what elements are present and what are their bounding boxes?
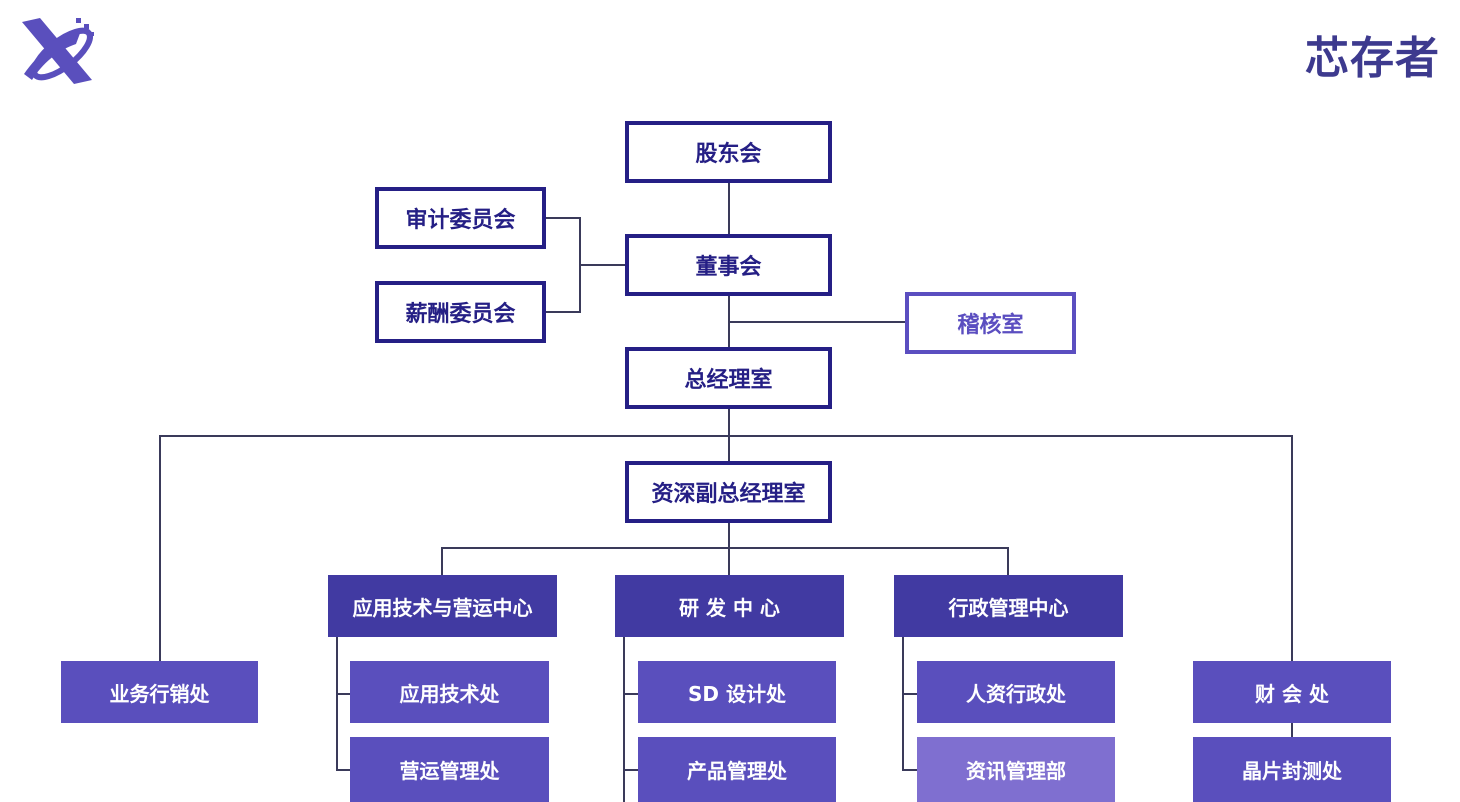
- wafer-test-box: 晶片封测处: [1193, 737, 1391, 802]
- shareholders-box: 股东会: [625, 121, 832, 183]
- division-hr-admin: 人资行政处: [917, 661, 1115, 723]
- center-rnd: 研 发 中 心: [615, 575, 844, 637]
- brand-name: 芯存者: [1305, 33, 1440, 84]
- division-applied-tech: 应用技术处: [350, 661, 549, 723]
- division-operations-mgmt: 营运管理处: [350, 737, 549, 802]
- division-sd-design: SD 设计处: [638, 661, 836, 723]
- senior-vp-office-box: 资深副总经理室: [625, 461, 832, 523]
- division-product-mgmt: 产品管理处: [638, 737, 836, 802]
- center-applied-tech-operations: 应用技术与营运中心: [328, 575, 557, 637]
- x-logo-icon: [22, 18, 94, 84]
- audit-committee-box: 审计委员会: [375, 187, 546, 249]
- board-box: 董事会: [625, 234, 832, 296]
- division-info-mgmt: 资讯管理部: [917, 737, 1115, 802]
- compensation-committee-box: 薪酬委员会: [375, 281, 546, 343]
- finance-box: 财 会 处: [1193, 661, 1391, 723]
- sales-box: 业务行销处: [61, 661, 258, 723]
- gm-office-box: 总经理室: [625, 347, 832, 409]
- center-admin: 行政管理中心: [894, 575, 1123, 637]
- internal-audit-box: 稽核室: [905, 292, 1076, 354]
